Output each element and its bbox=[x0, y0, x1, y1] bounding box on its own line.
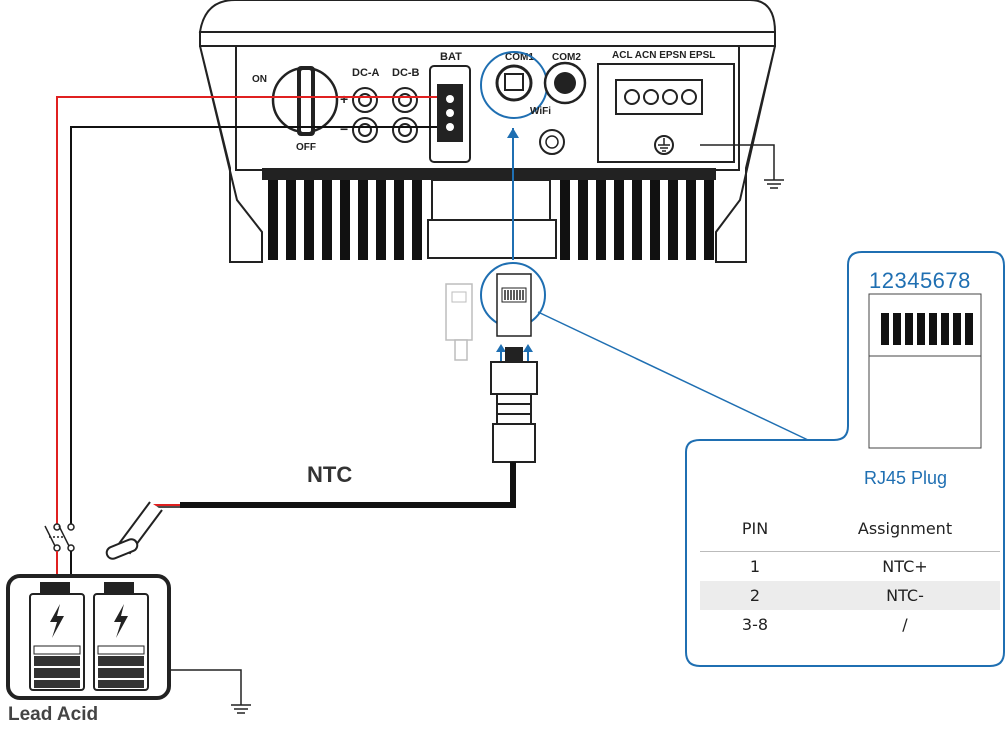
pin-cell: 2 bbox=[700, 581, 810, 610]
dc-b-connectors[interactable] bbox=[392, 87, 418, 143]
bat-port[interactable] bbox=[429, 65, 471, 163]
rj45-plug-title: RJ45 Plug bbox=[864, 468, 948, 488]
battery-breaker[interactable] bbox=[44, 523, 75, 552]
callout-leader bbox=[537, 311, 809, 441]
pin-cell: 3-8 bbox=[741, 615, 769, 634]
dc-switch[interactable] bbox=[271, 66, 339, 136]
pin-cell: 1 bbox=[749, 557, 761, 576]
rj45-plug-large bbox=[868, 293, 982, 449]
wifi-port[interactable] bbox=[539, 129, 565, 155]
pin-numbers: 12345678 bbox=[869, 268, 971, 293]
com1-label: COM1 bbox=[505, 52, 534, 63]
battery-ground bbox=[169, 669, 251, 714]
ntc-label: NTC bbox=[307, 462, 353, 487]
com1-port[interactable] bbox=[495, 64, 533, 102]
assignment-header: Assignment bbox=[810, 505, 1000, 552]
ac-terminal[interactable] bbox=[597, 63, 735, 163]
wifi-label: WiFi bbox=[530, 106, 551, 117]
table-row: 2 NTC- bbox=[700, 581, 1000, 610]
table-header-row: PIN Assignment bbox=[700, 505, 1000, 552]
assignment-cell: / bbox=[902, 615, 908, 634]
plus-sign: + bbox=[340, 91, 348, 107]
minus-sign: − bbox=[340, 121, 348, 137]
alt-plug bbox=[445, 283, 473, 361]
table-row: 3-8 / bbox=[700, 610, 1000, 639]
dc-b-label: DC-B bbox=[392, 67, 420, 79]
com1-link-arrow bbox=[507, 128, 519, 138]
com2-port[interactable] bbox=[543, 61, 587, 105]
assignment-cell: NTC+ bbox=[882, 557, 928, 576]
rj45-plug-small bbox=[496, 273, 532, 337]
bat-label: BAT bbox=[440, 51, 462, 63]
table-row: 1 NTC+ bbox=[700, 552, 1000, 582]
ntc-cable bbox=[180, 462, 516, 508]
switch-on-label: ON bbox=[252, 74, 267, 85]
dc-a-label: DC-A bbox=[352, 67, 380, 79]
switch-off-label: OFF bbox=[296, 142, 316, 153]
pin-assignment-table: PIN Assignment 1 NTC+ 2 NTC- 3-8 / bbox=[700, 505, 1000, 639]
dc-a-connectors[interactable] bbox=[352, 87, 378, 143]
lead-acid-battery bbox=[6, 574, 171, 700]
pin-header: PIN bbox=[700, 505, 810, 552]
ntc-probe bbox=[105, 501, 163, 560]
com2-label: COM2 bbox=[552, 52, 581, 63]
negative-wire bbox=[70, 126, 437, 527]
positive-wire bbox=[56, 96, 437, 527]
plug-detail-panel bbox=[685, 251, 1005, 667]
ac-terminal-label: ACL ACN EPSN EPSL bbox=[612, 50, 715, 61]
cable-gland bbox=[490, 347, 538, 463]
assignment-cell: NTC- bbox=[810, 581, 1000, 610]
battery-label: Lead Acid bbox=[8, 704, 99, 725]
inverter-ground bbox=[700, 144, 784, 189]
insert-arrows bbox=[496, 344, 533, 362]
